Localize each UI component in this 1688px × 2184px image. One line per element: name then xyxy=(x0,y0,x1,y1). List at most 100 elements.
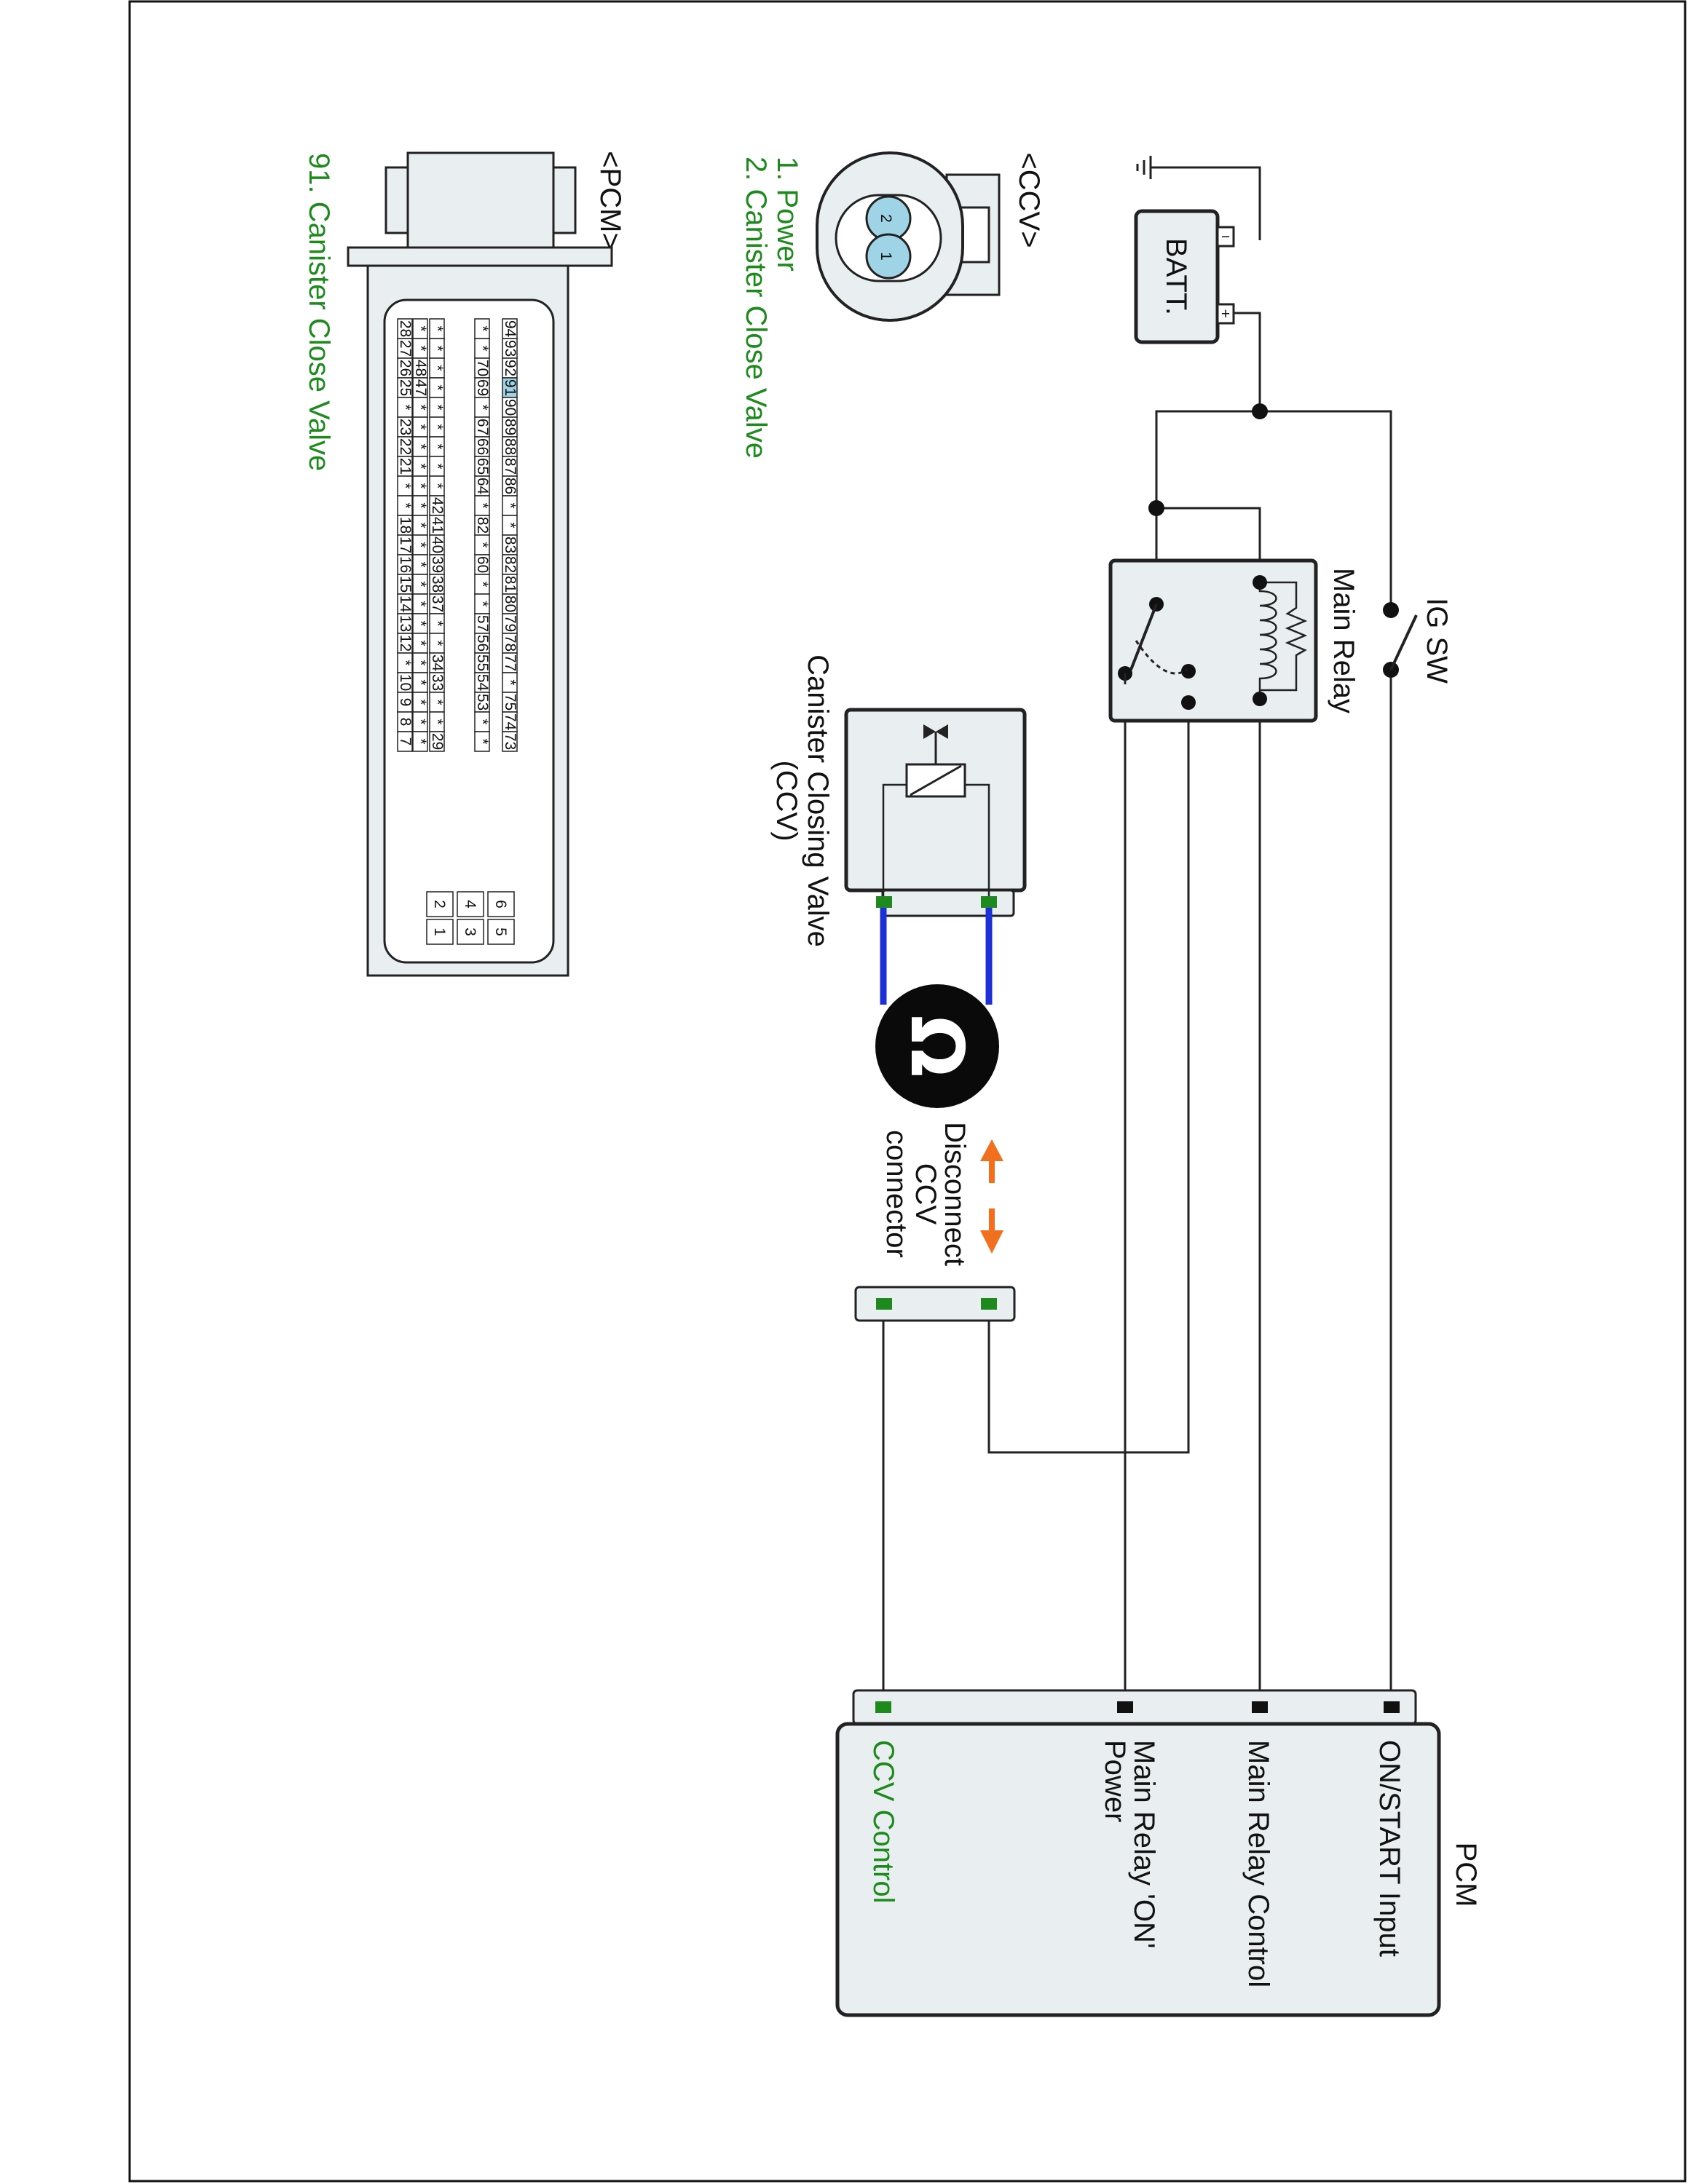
svg-text:+: + xyxy=(1221,306,1230,323)
page-frame xyxy=(128,0,1687,2183)
pcm-pin-number: 14 xyxy=(397,596,414,613)
ig-switch: IG SW xyxy=(1383,598,1453,684)
pcm-power-pin-cell xyxy=(457,919,484,945)
pcm-pin-number: 48 xyxy=(412,360,429,376)
ccv-pin-2: 2 xyxy=(877,214,894,223)
pcm-pin-number: 69 xyxy=(474,379,491,396)
pcm-pin-number: * xyxy=(412,502,429,508)
pcm-pin-number: 93 xyxy=(502,340,518,357)
pcm-pin-number: * xyxy=(397,404,414,410)
pcm-pin-number: * xyxy=(474,325,491,331)
ccv-terminal xyxy=(876,896,892,908)
ccv-terminal xyxy=(981,896,997,908)
svg-text:−: − xyxy=(1221,229,1230,245)
pcm-connector-title: <PCM> xyxy=(594,151,626,250)
pcm-pin-number: 26 xyxy=(397,360,414,376)
junction-dot xyxy=(1252,403,1268,419)
pcm-pin-number: * xyxy=(429,620,446,626)
pcm-pin-number: * xyxy=(474,404,491,410)
pcm-pin-number: * xyxy=(429,699,446,705)
pcm-pin-number: 18 xyxy=(397,517,414,534)
pcm-pin-number: 53 xyxy=(474,694,491,711)
battery-positive-wire xyxy=(1234,312,1261,411)
pcm-pin-number: 17 xyxy=(397,537,414,553)
pcm-pin-number: * xyxy=(474,345,491,351)
pcm-pin-number: * xyxy=(429,365,446,371)
pcm-pin-ccv-control: CCV Control xyxy=(867,1740,899,1904)
pcm-pin-number: * xyxy=(429,384,446,390)
wires xyxy=(882,159,1392,1707)
main-relay: Main Relay xyxy=(1108,558,1360,723)
pcm-pin-number: * xyxy=(474,542,491,547)
pcm-pin-number: 40 xyxy=(429,537,446,553)
pcm-pin-number: 54 xyxy=(474,674,491,692)
pcm-pin-number: * xyxy=(474,502,491,508)
pcm-pin-number: * xyxy=(429,443,446,449)
pcm-pin-number: * xyxy=(412,424,429,430)
battery-label: BATT. xyxy=(1160,238,1192,315)
ccv-connector-title: <CCV> xyxy=(1013,152,1045,248)
pcm-pin-number: * xyxy=(412,601,429,606)
pcm-pin-number: 10 xyxy=(397,674,414,691)
ccv-name-line2: (CCV) xyxy=(770,760,802,841)
pcm-pin-number: 94 xyxy=(502,320,518,338)
pcm-pin-cell xyxy=(474,731,490,752)
pcm-pin-relay-on-line2: Power xyxy=(1099,1740,1131,1822)
pcm-pin-number: 57 xyxy=(474,615,491,632)
pcm-pin-number: * xyxy=(412,483,429,488)
pcm-pin-number: 91 xyxy=(502,379,518,396)
pcm-pin-number: 92 xyxy=(502,360,518,376)
pcm-pin-number: * xyxy=(412,719,429,724)
pcm-pin-number: 66 xyxy=(474,438,491,455)
pcm-pin-cell xyxy=(397,731,413,752)
pcm-pin-number: 70 xyxy=(474,360,491,376)
ohm-icon: Ω xyxy=(894,1015,979,1077)
pcm-pin-number: 15 xyxy=(397,576,414,593)
pcm-pin-number: 82 xyxy=(474,517,491,534)
ccv-connector-view: <CCV> 2 1 1. Power 2. Canister Close Val… xyxy=(740,151,1045,459)
pcm-pin-number: 22 xyxy=(397,438,414,455)
canister-closing-valve: Canister Closing Valve (CCV) xyxy=(770,654,1027,947)
pcm-terminal xyxy=(1384,1701,1400,1713)
pcm-pin-number: 34 xyxy=(429,654,446,672)
pcm-power-pin-number: 6 xyxy=(492,900,509,909)
top-bus-wire xyxy=(1155,410,1392,610)
ground-icon xyxy=(1136,156,1152,179)
pcm-terminal xyxy=(1252,1701,1268,1713)
disconnect-arrow-icon xyxy=(980,1139,1003,1254)
pcm-power-pin-number: 4 xyxy=(462,900,478,909)
battery-ground-wire xyxy=(1151,166,1261,240)
pcm-highlight-label: 91. Canister Close Valve xyxy=(303,153,335,471)
pcm-pin-number: * xyxy=(412,660,429,665)
pcm-power-pin-cell xyxy=(426,919,454,945)
pcm-pin-grid: 949392919089888786**83828180797877*75747… xyxy=(397,318,518,752)
pcm-pin-number: 13 xyxy=(397,615,414,632)
disconnect-label-line2: CCV xyxy=(910,1163,942,1225)
pcm-label: PCM xyxy=(1450,1843,1482,1907)
pcm-pin-number: * xyxy=(429,424,446,430)
ccv-pin-2-desc: 2. Canister Close Valve xyxy=(740,157,772,459)
pcm-pin-number: * xyxy=(412,640,429,646)
pcm-pin-number: * xyxy=(412,325,429,331)
pcm-pin-number: * xyxy=(502,679,518,685)
ig-switch-label: IG SW xyxy=(1421,598,1453,684)
pcm-connector-view: <PCM> 949392919089888786**83828180797877… xyxy=(303,151,626,977)
pcm-pin-number: 74 xyxy=(502,713,518,731)
pcm-pin-relay-on-line1: Main Relay 'ON' xyxy=(1128,1740,1160,1948)
pcm-pin-number: * xyxy=(412,463,429,469)
relay-feed-wire xyxy=(1156,507,1261,582)
pcm-power-pin-number: 5 xyxy=(492,927,509,936)
junction-dot xyxy=(1148,500,1164,516)
pcm-pin-number: 79 xyxy=(502,615,518,632)
pcm-pin-number: 67 xyxy=(474,419,491,435)
pcm-pin-number: * xyxy=(429,463,446,469)
pcm-power-pin-number: 1 xyxy=(431,927,448,936)
pcm-pin-number: 16 xyxy=(397,556,414,573)
pcm-pin-number: 90 xyxy=(502,399,518,416)
pcm-pin-number: * xyxy=(429,719,446,724)
pcm-pin-number: * xyxy=(412,522,429,528)
pcm-pin-number: * xyxy=(429,345,446,351)
pcm-pin-number: * xyxy=(474,581,491,587)
